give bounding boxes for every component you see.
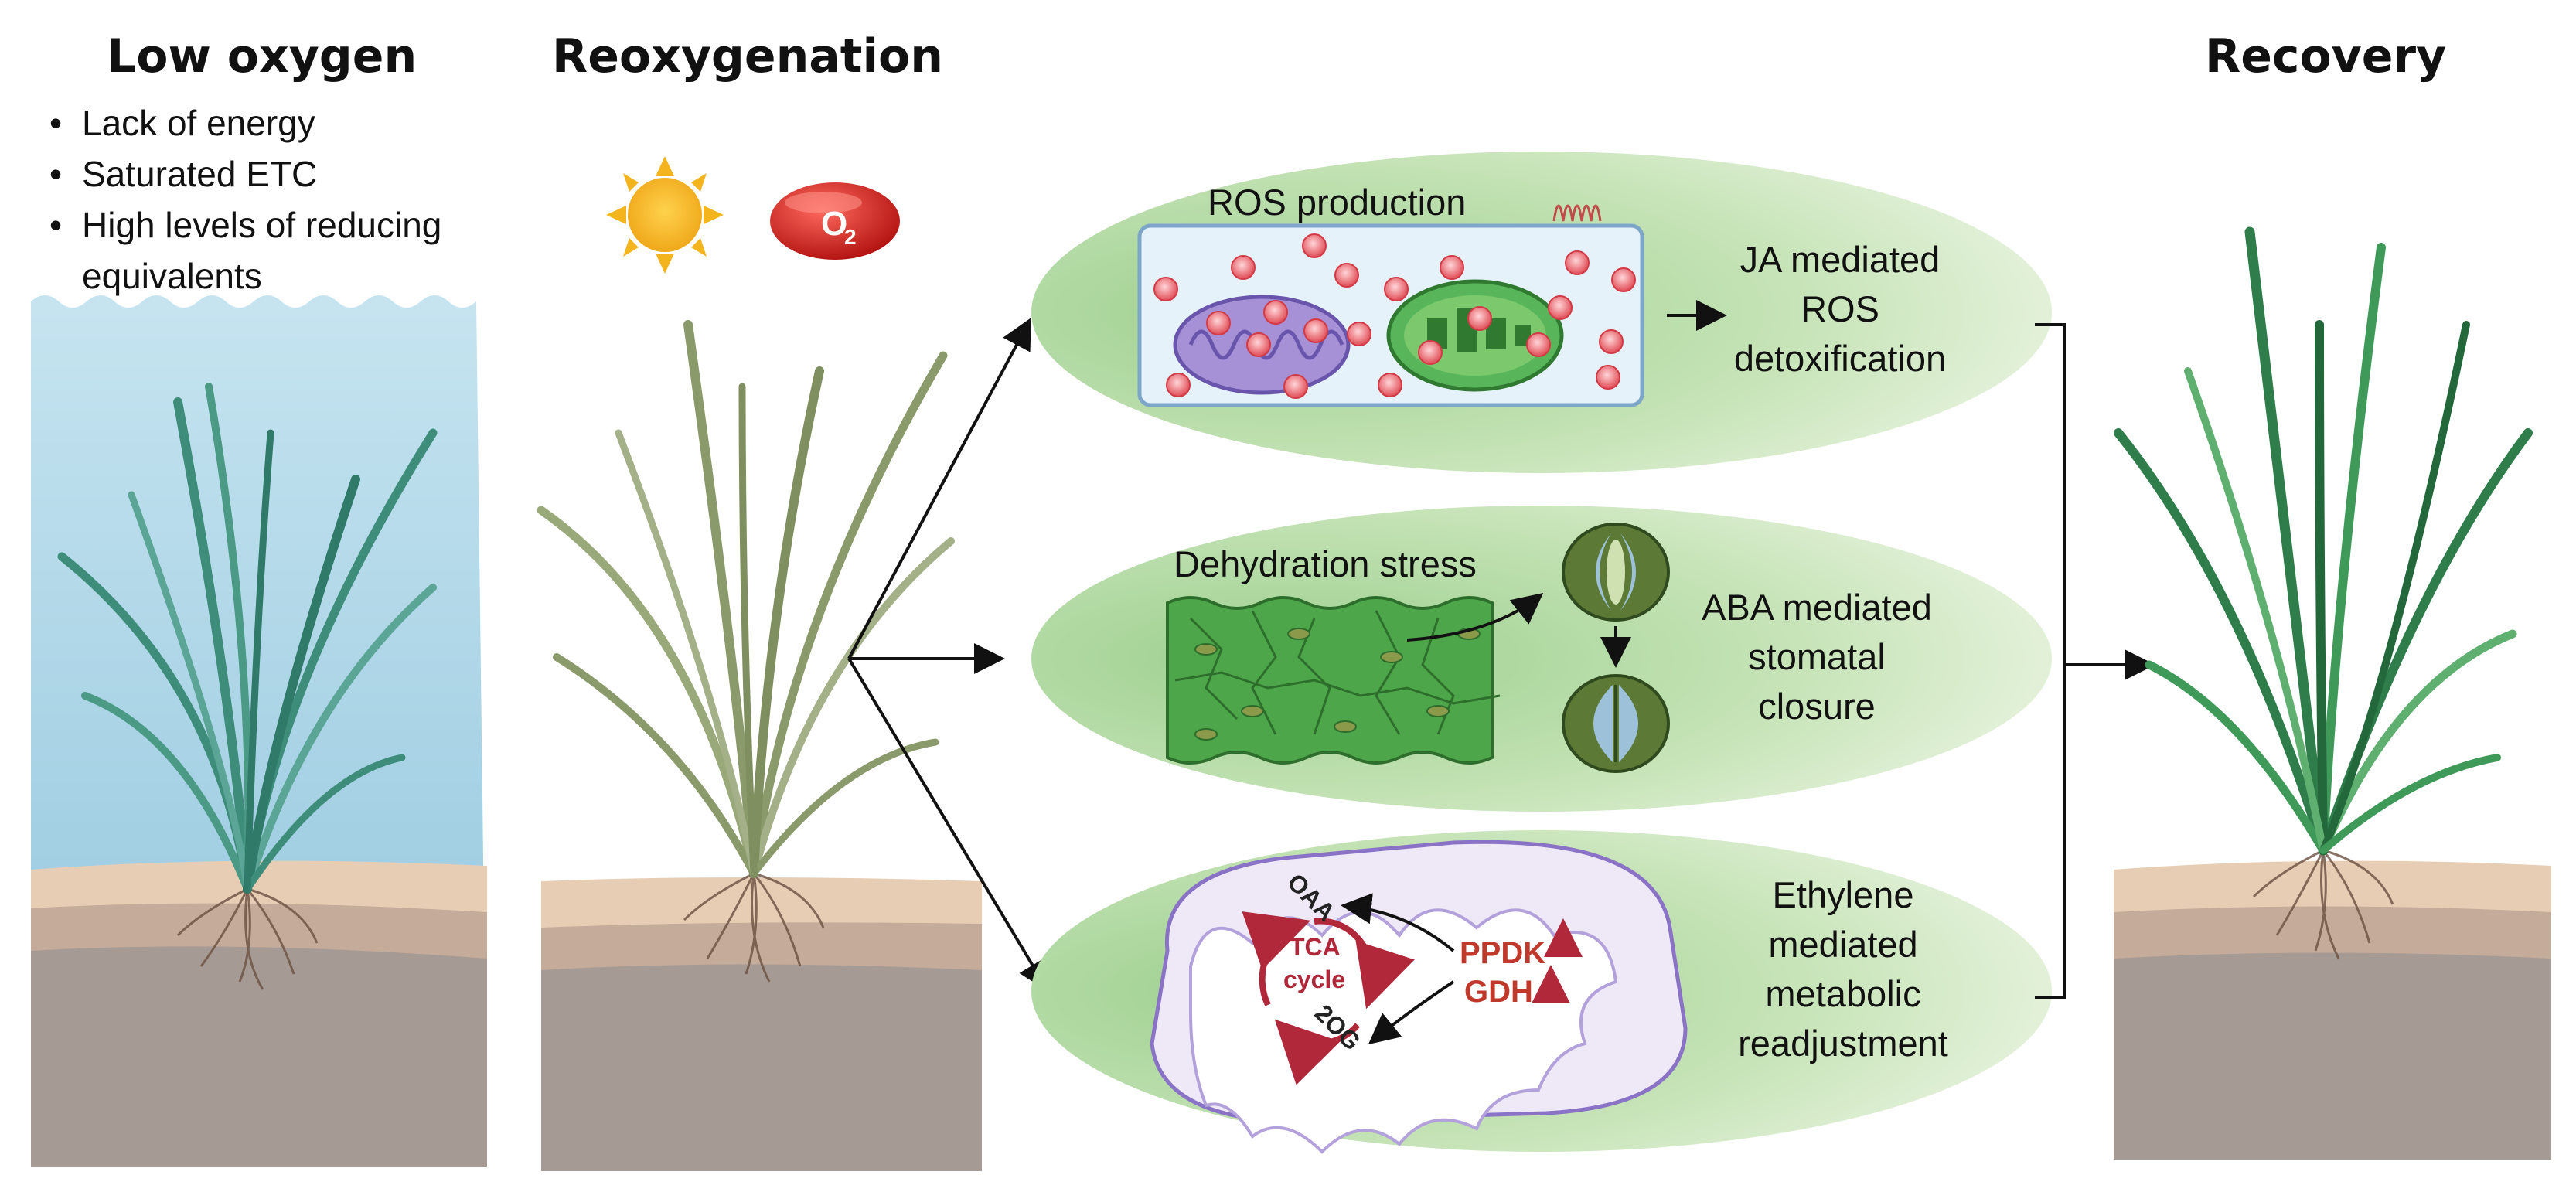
arrow-to-ros [847,317,1031,659]
effect-line: metabolic [1765,973,1921,1014]
ppdk-to-oaa-arrow [1341,893,1455,952]
ros-production-label: ROS production [1208,182,1467,223]
low-oxygen-bullets: Lack of energy Saturated ETC High levels… [43,97,441,250]
low-oxygen-panel [31,295,487,1167]
stomata-icon [1562,674,1670,773]
ethylene-effect: Ethylene mediated metabolic readjustment [1688,870,1998,1068]
dehydration-stress-label: Dehydration stress [1174,543,1477,584]
effect-line: JA mediated [1739,239,1941,280]
tca-cycle [1242,911,1415,1085]
mitochondrion-icon [1150,840,1688,1154]
bullet-item: Lack of energy [43,97,441,148]
bullet-item: High levels of reducing [43,199,441,250]
arrow-to-metabolic [847,657,1049,992]
effect-line: ROS [1801,288,1879,329]
roots [683,872,825,983]
effect-line: closure [1758,686,1876,727]
stomata-icon [1562,523,1670,622]
sun-icon [606,156,724,274]
oxygen-text: O 2 [821,205,857,249]
effect-line: ABA mediated [1702,587,1932,628]
ros-process [1031,152,2052,473]
wilted-plant [537,320,955,878]
gdh-to-2og-arrow [1368,980,1455,1045]
o2-subscript: 2 [844,225,857,249]
effect-line: stomatal [1748,636,1886,677]
ros-dots [1153,233,1636,399]
aba-effect: ABA mediated stomatal closure [1670,583,1964,731]
effect-line: readjustment [1738,1023,1948,1064]
roots [176,887,319,990]
submerged-plant [57,383,438,894]
o2-label: O [821,205,847,243]
gdh-label: GDH [1464,975,1533,1009]
recovery-panel [2114,226,2551,1160]
recovered-plant [2114,226,2533,856]
tca-labels: TCA cycle OAA 2OG PPDK GDH [1282,868,1545,1056]
ppdk-label: PPDK [1460,936,1545,970]
low-oxygen-title: Low oxygen [107,29,417,83]
reoxygenation-panel [537,156,982,1171]
bullet-continuation: equivalents [82,256,262,296]
metabolic-process [1031,830,2052,1154]
tca-line2: cycle [1283,966,1345,993]
soil-bottom [2114,952,2551,1160]
recovery-title: Recovery [2205,29,2447,83]
converge-bracket [2035,323,2155,999]
bullet-item: Saturated ETC [43,148,441,199]
oxygen-icon [770,182,900,260]
tca-line1: TCA [1290,933,1341,961]
soil-bottom [541,964,982,1171]
soil-bottom [31,946,487,1167]
ros-effect: JA mediated ROS detoxification [1693,235,1987,383]
tissue-to-stomata-arrow [1406,593,1544,642]
roots [2252,849,2394,959]
branch-arrows [847,317,1049,992]
reoxygenation-title: Reoxygenation [552,29,943,83]
membrane-protein-icon [1552,204,1602,222]
effect-line: Ethylene [1772,874,1914,915]
effect-line: detoxification [1733,338,1947,379]
effect-line: mediated [1768,924,1918,965]
leaf-tissue-icon [1166,596,1501,765]
dehydration-process [1031,506,2052,812]
